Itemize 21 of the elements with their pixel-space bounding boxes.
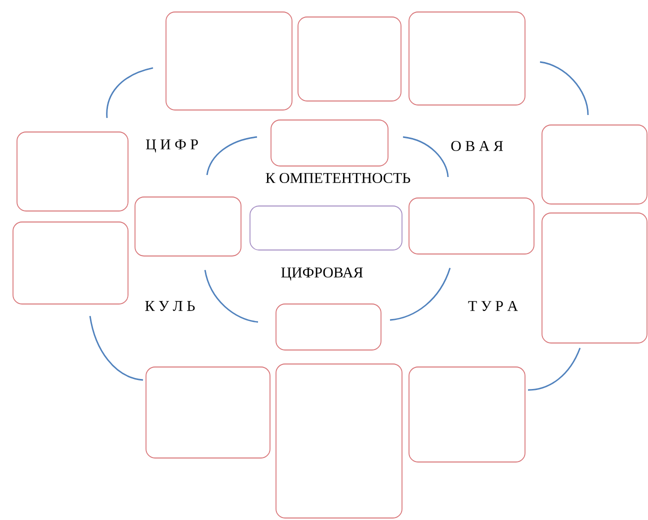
empty-box: [16, 132, 128, 212]
empty-box: [166, 12, 292, 110]
word-label: К ОМПЕТЕНТНОСТЬ: [266, 172, 410, 183]
word-label: Ц И Ф Р: [146, 140, 198, 152]
empty-box: [134, 196, 242, 256]
empty-box: [250, 206, 402, 250]
empty-box: [542, 124, 648, 204]
word-label: Т У Р А: [468, 301, 518, 311]
empty-box: [276, 304, 382, 350]
empty-box: [270, 120, 388, 166]
word-label: О В А Я: [451, 140, 503, 151]
empty-box: [542, 212, 648, 344]
word-label: К У Л Ь: [145, 301, 195, 311]
empty-box: [12, 222, 128, 304]
empty-box: [146, 366, 270, 458]
word-label: ЦИФРОВАЯ: [281, 267, 363, 281]
empty-box: [408, 12, 526, 106]
empty-box: [276, 364, 402, 518]
empty-box: [298, 16, 402, 102]
empty-box: [408, 366, 526, 462]
empty-box: [408, 198, 534, 254]
